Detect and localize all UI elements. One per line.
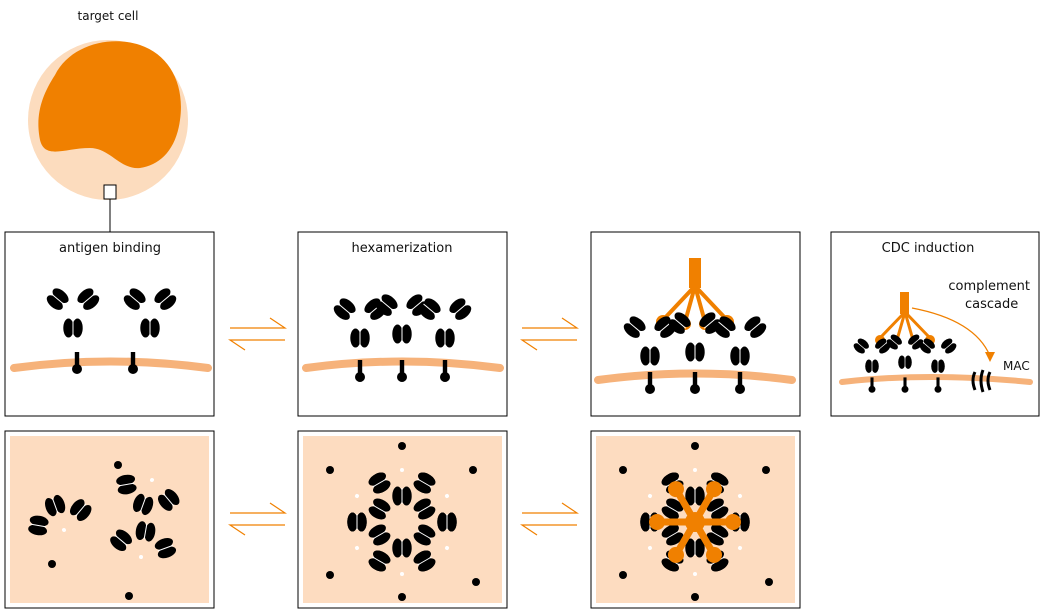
complement-label-line1: complement [948,279,1030,294]
panel-cdc-induction: CDC induction complement cascade MAC [830,231,1040,417]
c1q-top-view [649,481,741,563]
equilibrium-arrow-3 [228,502,287,536]
target-cell [28,40,188,232]
equilibrium-arrow-2 [520,317,579,351]
panel-top-view-c1q [590,430,801,609]
antigen-binding-label: antigen binding [59,241,161,256]
panel-top-view-monomers [4,430,215,609]
complement-label-line2: cascade [965,297,1018,312]
panel-antigen-binding: antigen binding [4,231,215,417]
equilibrium-arrow-4 [520,502,579,536]
panel-hexamerization: hexamerization [297,231,508,417]
mac-pore [971,369,992,393]
panel-c1-binding [590,231,801,417]
panel-top-view-hexamer [297,430,508,609]
hexamerization-label: hexamerization [352,241,453,256]
equilibrium-arrow-1 [228,317,287,351]
mac-label: MAC [1003,359,1030,373]
target-cell-label: target cell [78,9,139,23]
cdc-induction-label: CDC induction [882,241,975,256]
